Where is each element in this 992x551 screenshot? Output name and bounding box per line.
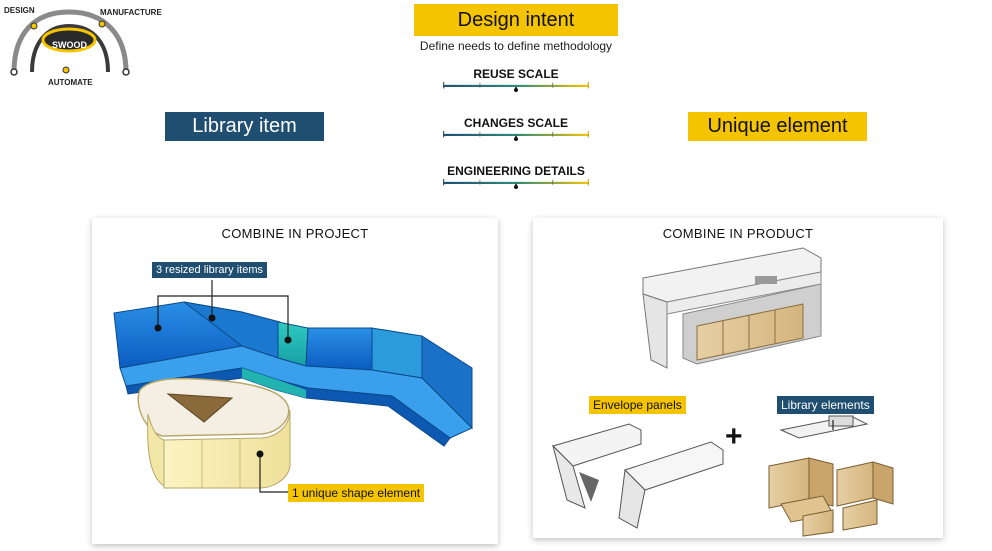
unique-element-tag: Unique element bbox=[688, 112, 867, 141]
changes-scale-label: CHANGES SCALE bbox=[463, 116, 568, 130]
envelope-panels-callout: Envelope panels bbox=[589, 396, 686, 414]
engineering-details-bar bbox=[443, 179, 589, 189]
logo-automate-label: AUTOMATE bbox=[48, 78, 93, 87]
combine-in-product-panel: COMBINE IN PRODUCT bbox=[533, 218, 943, 538]
logo-brand-label: SWOOD bbox=[52, 40, 87, 50]
unique-shape-element-callout: 1 unique shape element bbox=[288, 484, 425, 502]
project-illustration bbox=[113, 280, 473, 493]
combine-in-project-panel: COMBINE IN PROJECT bbox=[92, 218, 498, 544]
swood-logo: DESIGN MANUFACTURE SWOOD AUTOMATE bbox=[4, 4, 164, 92]
product-illustration bbox=[552, 247, 894, 537]
combine-in-project-title: COMBINE IN PROJECT bbox=[221, 226, 369, 241]
logo-design-label: DESIGN bbox=[4, 6, 35, 15]
combine-in-product-title: COMBINE IN PRODUCT bbox=[662, 226, 814, 241]
reuse-scale-label: REUSE SCALE bbox=[473, 67, 559, 81]
plus-sign: + bbox=[725, 420, 743, 453]
library-elements-callout: Library elements bbox=[777, 396, 874, 414]
reuse-scale-bar bbox=[443, 82, 589, 92]
logo-graphic bbox=[10, 9, 130, 76]
design-intent-title: Design intent bbox=[414, 4, 618, 36]
engineering-details-label: ENGINEERING DETAILS bbox=[447, 164, 585, 178]
changes-scale-bar bbox=[443, 131, 589, 141]
logo-manufacture-label: MANUFACTURE bbox=[100, 8, 162, 17]
design-intent-subtitle: Define needs to define methodology bbox=[419, 39, 613, 53]
resized-library-items-callout: 3 resized library items bbox=[152, 262, 267, 278]
library-item-tag: Library item bbox=[165, 112, 324, 141]
